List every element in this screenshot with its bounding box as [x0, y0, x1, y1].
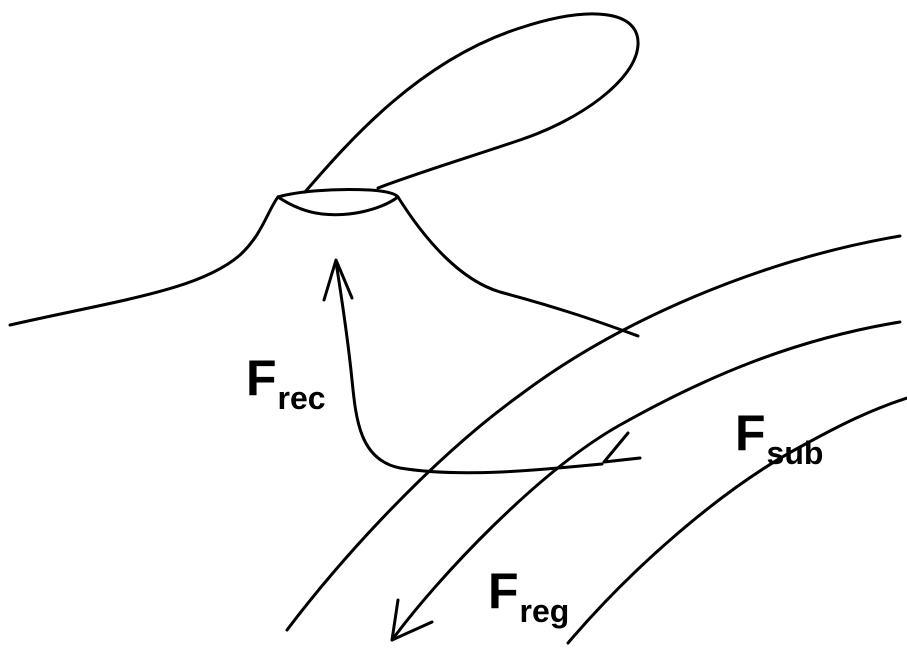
plate-boundary-upper	[285, 234, 902, 632]
reg-arrow-head	[390, 598, 434, 642]
summit-cap	[276, 187, 400, 217]
plate-boundary-lower	[566, 396, 907, 645]
label-f-reg-main: F	[488, 563, 519, 619]
label-f-rec: Frec	[246, 350, 326, 414]
plate-boundary-middle	[390, 320, 902, 642]
rec-arrow-head	[322, 258, 354, 302]
ground-line-right	[396, 195, 640, 338]
label-f-sub-sub: sub	[766, 435, 824, 471]
label-f-sub: Fsub	[735, 405, 823, 469]
sub-arrow-head	[602, 431, 642, 464]
plume-ellipse	[303, 12, 640, 194]
rec-arrow-line	[334, 260, 604, 475]
label-f-rec-sub: rec	[277, 380, 326, 416]
label-f-reg-sub: reg	[519, 593, 570, 629]
label-f-rec-main: F	[246, 350, 277, 406]
ground-line-left	[8, 195, 280, 327]
label-f-sub-main: F	[735, 405, 766, 461]
label-f-reg: Freg	[488, 563, 569, 627]
